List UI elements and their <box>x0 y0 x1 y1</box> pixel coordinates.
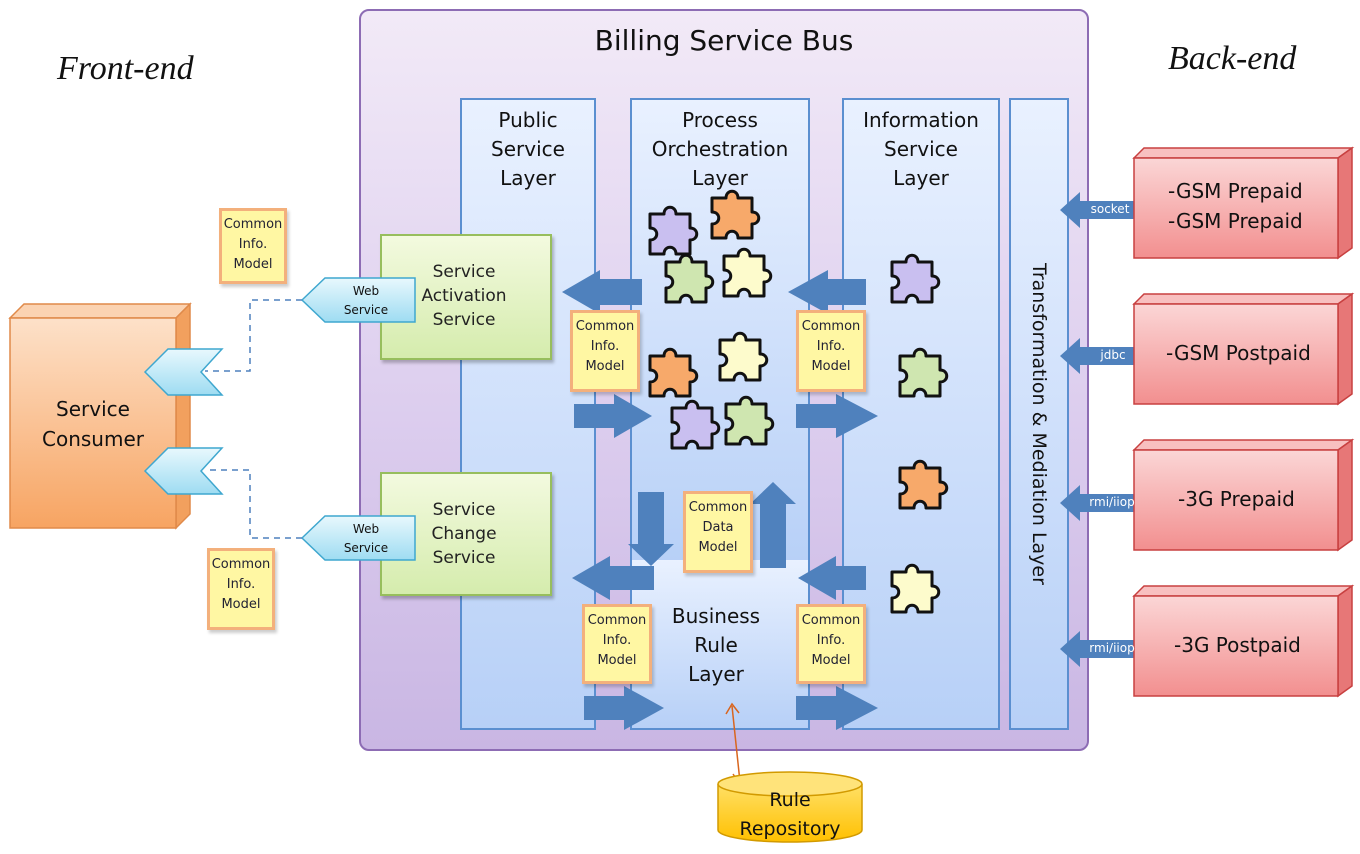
public-service-layer <box>460 98 596 730</box>
common-data-model-note: Common Data Model <box>683 491 753 573</box>
rule-repository-label: Rule Repository <box>739 789 841 840</box>
service-change-label: Service Change Service <box>431 500 497 568</box>
web-service-label-lower: Web Service <box>343 522 389 555</box>
puzzle-piece-4 <box>890 563 941 614</box>
arrow-info-to-business <box>798 556 866 600</box>
puzzle-piece-1 <box>890 253 941 304</box>
arrow-business-to-public <box>572 556 654 600</box>
arrow-public-to-process <box>574 394 652 438</box>
service-consumer-label: Service Consumer <box>42 397 144 451</box>
arrow-business-to-process <box>750 482 796 568</box>
transformation-mediation-layer <box>1009 98 1069 730</box>
public-service-layer-label: Public Service Layer <box>491 108 565 190</box>
backend-label-gsm-prepaid: -GSM Prepaid -GSM Prepaid <box>1168 179 1303 233</box>
bus-title: Billing Service Bus <box>594 24 854 57</box>
consumer-port-upper <box>143 348 224 396</box>
protocol-label-rmi-iiop: rmi/iiop <box>1089 495 1135 509</box>
repository-link <box>725 702 747 786</box>
protocol-label-jdbc: jdbc <box>1100 348 1126 362</box>
arrow-to-activation <box>562 270 642 314</box>
backend-label-3g-postpaid: -3G Postpaid <box>1174 633 1301 657</box>
protocol-label-socket: socket <box>1090 202 1130 216</box>
web-service-label-upper: Web Service <box>343 284 389 317</box>
consumer-port-lower <box>143 447 224 495</box>
puzzle-cluster-middle <box>648 331 775 450</box>
puzzle-piece-3 <box>898 459 949 510</box>
common-info-model-note: Common Info. Model <box>582 604 652 684</box>
front-end-label: Front-end <box>57 50 194 87</box>
common-info-model-note: Common Info. Model <box>207 548 275 630</box>
process-orchestration-layer-label: Process Orchestration Layer <box>651 108 789 190</box>
service-activation-label: Service Activation Service <box>421 262 507 330</box>
common-info-model-note: Common Info. Model <box>219 208 287 284</box>
web-service-shape-lower <box>300 515 416 561</box>
web-service-shape-upper <box>300 277 416 323</box>
puzzle-cluster-top <box>648 189 773 304</box>
protocol-label-rmi-iiop: rmi/iiop <box>1089 641 1135 655</box>
arrow-public-to-business <box>584 686 664 730</box>
common-info-model-note: Common Info. Model <box>796 604 866 684</box>
arrow-business-to-info <box>796 686 878 730</box>
common-info-model-note: Common Info. Model <box>570 310 640 392</box>
backend-label-3g-prepaid: -3G Prepaid <box>1178 487 1295 511</box>
back-end-label: Back-end <box>1168 40 1297 77</box>
rule-repository-cylinder <box>717 771 863 843</box>
common-info-model-note: Common Info. Model <box>796 310 866 392</box>
arrow-process-to-info <box>796 394 878 438</box>
arrow-info-to-process <box>788 270 866 314</box>
backend-label-gsm-postpaid: -GSM Postpaid <box>1166 341 1311 365</box>
arrow-process-to-business <box>628 492 674 566</box>
information-service-layer-label: Information Service Layer <box>863 108 979 190</box>
puzzle-piece-2 <box>898 347 949 398</box>
business-rule-layer-label: Business Rule Layer <box>671 604 761 686</box>
